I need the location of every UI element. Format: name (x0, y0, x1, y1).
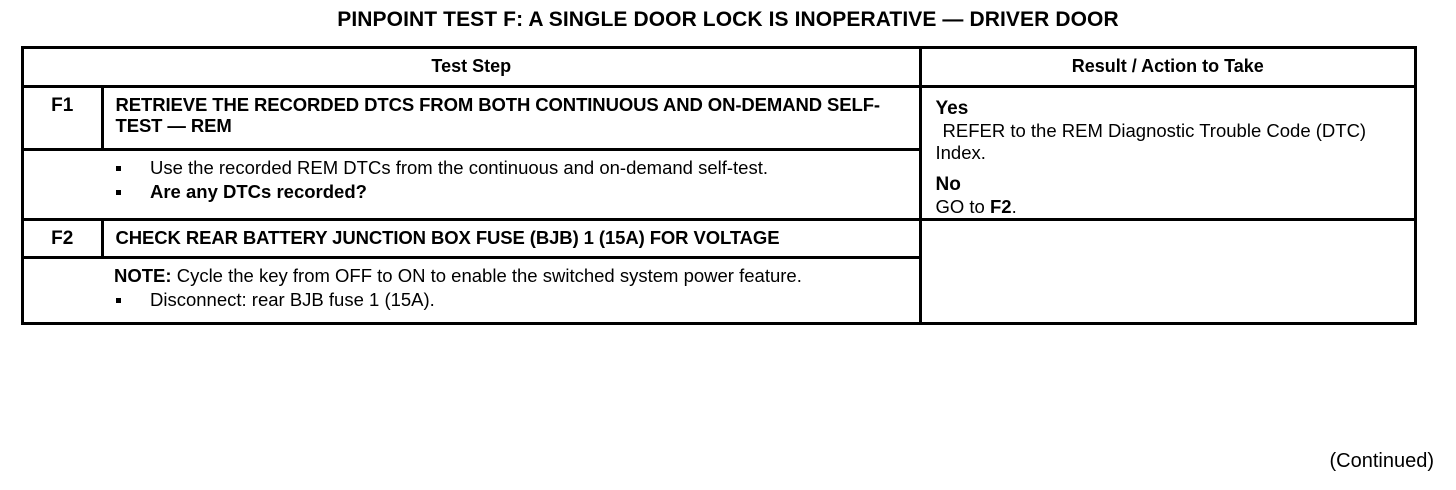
table-row: F2 CHECK REAR BATTERY JUNCTION BOX FUSE … (24, 218, 1414, 322)
step-bullet-list-f2: Disconnect: rear BJB fuse 1 (15A). (114, 289, 911, 312)
step-id-spacer-f2 (24, 257, 102, 321)
step-body-f1: Use the recorded REM DTCs from the conti… (102, 150, 920, 220)
page-title: PINPOINT TEST F: A SINGLE DOOR LOCK IS I… (337, 8, 1119, 31)
result-yes-text: REFER to the REM Diagnostic Trouble Code… (936, 120, 1415, 164)
list-item: Disconnect: rear BJB fuse 1 (15A). (114, 289, 911, 312)
column-header-result-action: Result / Action to Take (920, 49, 1414, 88)
result-yes-label: Yes (935, 98, 969, 119)
note-line-f2: NOTE: Cycle the key from OFF to ON to en… (114, 265, 911, 289)
result-no-text: GO to F2. (936, 196, 1415, 218)
note-text: Cycle the key from OFF to ON to enable t… (171, 264, 802, 286)
step-title-f1: RETRIEVE THE RECORDED DTCS FROM BOTH CON… (102, 86, 920, 152)
step-body-f2: NOTE: Cycle the key from OFF to ON to en… (102, 257, 920, 321)
result-yes-text-value: REFER to the REM Diagnostic Trouble Code… (935, 120, 1367, 164)
table-header-row: Test Step Result / Action to Take (24, 49, 1414, 88)
step-bullet-list-f1: Use the recorded REM DTCs from the conti… (114, 157, 911, 203)
list-item: Use the recorded REM DTCs from the conti… (114, 157, 911, 180)
result-no-text-prefix: GO to (935, 196, 990, 218)
note-label: NOTE: (114, 264, 172, 286)
continued-note: (Continued) (1329, 450, 1434, 472)
column-header-test-step: Test Step (24, 49, 922, 88)
list-item: Are any DTCs recorded? (114, 181, 911, 204)
step-id-spacer-f1 (24, 150, 102, 220)
table-row: Use the recorded REM DTCs from the conti… (24, 150, 1414, 220)
result-no-label: No (935, 174, 961, 196)
result-no-text-suffix: . (1011, 196, 1017, 218)
result-cell-f2 (918, 218, 1414, 322)
step-id-f1: F1 (24, 86, 104, 152)
result-no-text-target: F2 (990, 196, 1012, 218)
table-row: NOTE: Cycle the key from OFF to ON to en… (24, 257, 1414, 321)
result-cell-f1: Yes REFER to the REM Diagnostic Trouble … (918, 86, 1415, 220)
step-id-f2: F2 (24, 218, 104, 259)
step-title-f2: CHECK REAR BATTERY JUNCTION BOX FUSE (BJ… (102, 218, 920, 259)
pinpoint-test-table: Test Step Result / Action to Take F1 RET… (21, 46, 1417, 325)
table-row: F1 RETRIEVE THE RECORDED DTCS FROM BOTH … (24, 86, 1414, 220)
